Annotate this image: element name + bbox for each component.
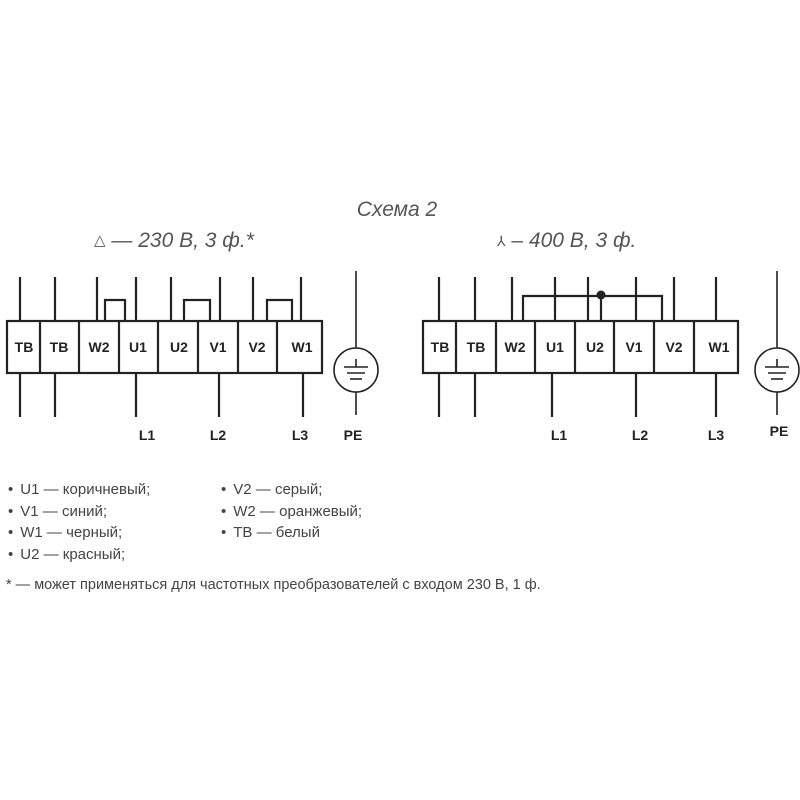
line-label: L3 [292, 427, 309, 443]
ground-label: PE [770, 423, 789, 439]
terminal-label: W1 [292, 339, 313, 355]
legend-item: U1 — коричневый; [8, 479, 150, 501]
star-terminal-block [421, 319, 740, 375]
star-ground-icon [754, 271, 800, 415]
terminal-label: U2 [170, 339, 188, 355]
line-label: L2 [632, 427, 649, 443]
legend-item: ТВ — белый [221, 522, 362, 544]
legend-item: V2 — серый; [221, 479, 362, 501]
legend-item: U2 — красный; [8, 544, 150, 566]
star-terminal-labels: ТВ ТВ W2 U1 U2 V1 V2 W1 [431, 339, 730, 355]
wiring-diagram: ТВ ТВ W2 U1 U2 V1 V2 W1 L1 L2 L3 PE ТВ Т… [5, 271, 800, 443]
star-supply-wires [437, 373, 718, 417]
delta-voltage-label: — 230 В, 3 ф.* [111, 229, 254, 252]
terminal-label: U1 [129, 339, 147, 355]
line-label: L1 [139, 427, 156, 443]
terminal-label: W1 [709, 339, 730, 355]
delta-terminal-block [5, 319, 324, 375]
terminal-label: U2 [586, 339, 604, 355]
delta-symbol-icon: △ [94, 232, 106, 249]
delta-supply-wires [18, 373, 305, 417]
terminal-label: V1 [625, 339, 642, 355]
footnote: * — может применяться для частотных прео… [6, 577, 541, 593]
delta-line-labels: L1 L2 L3 PE [139, 427, 363, 443]
star-line-labels: L1 L2 L3 PE [551, 423, 789, 443]
star-heading: ⅄ – 400 В, 3 ф. [497, 229, 636, 253]
star-point-bus [521, 290, 664, 321]
terminal-label: W2 [505, 339, 526, 355]
terminal-label: ТВ [467, 339, 486, 355]
star-voltage-label: – 400 В, 3 ф. [511, 229, 637, 252]
terminal-label: V1 [209, 339, 226, 355]
terminal-label: V2 [665, 339, 682, 355]
line-label: L2 [210, 427, 227, 443]
terminal-label: V2 [248, 339, 265, 355]
line-label: L1 [551, 427, 568, 443]
delta-jumpers [103, 298, 294, 321]
diagram-title: Схема 2 [356, 198, 438, 221]
delta-motor-wires [18, 277, 303, 321]
legend-item: W2 — оранжевый; [221, 501, 362, 523]
line-label: L3 [708, 427, 725, 443]
star-motor-wires [437, 277, 718, 321]
terminal-label: ТВ [15, 339, 34, 355]
delta-terminal-labels: ТВ ТВ W2 U1 U2 V1 V2 W1 [15, 339, 313, 355]
terminal-label: ТВ [50, 339, 69, 355]
star-symbol-icon: ⅄ [497, 233, 506, 249]
terminal-label: W2 [89, 339, 110, 355]
delta-heading: △ — 230 В, 3 ф.* [94, 229, 254, 253]
legend-item: V1 — синий; [8, 501, 150, 523]
wire-color-legend-col1: U1 — коричневый; V1 — синий; W1 — черный… [8, 479, 150, 565]
legend-item: W1 — черный; [8, 522, 150, 544]
terminal-label: U1 [546, 339, 564, 355]
delta-ground-icon [333, 271, 379, 415]
wire-color-legend-col2: V2 — серый; W2 — оранжевый; ТВ — белый [221, 479, 362, 544]
terminal-label: ТВ [431, 339, 450, 355]
ground-label: PE [344, 427, 363, 443]
